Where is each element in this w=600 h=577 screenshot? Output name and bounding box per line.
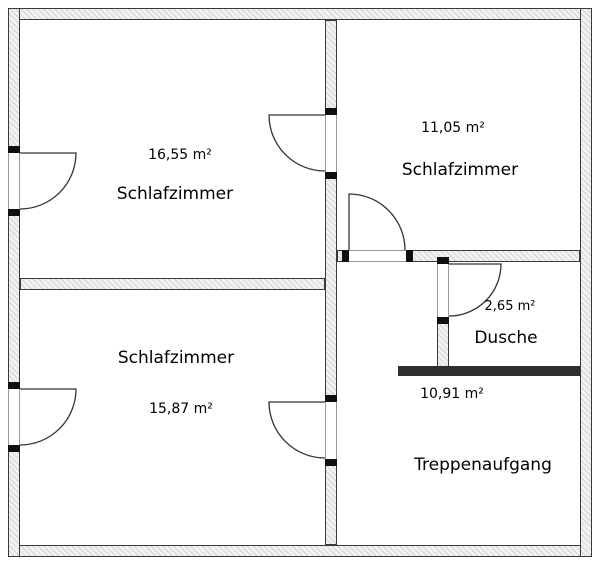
door-opening-bedrooms-top — [325, 115, 337, 172]
door-arc-shower — [448, 263, 502, 317]
wall-left-room-divider — [20, 278, 325, 290]
door-arc-bedroom-bottom — [268, 401, 326, 459]
door-post — [437, 317, 449, 324]
door-arc-left-bottom — [19, 388, 77, 446]
door-post — [325, 459, 337, 466]
room-area-label: 15,87 m² — [149, 401, 213, 417]
door-opening-left-top — [8, 153, 20, 209]
room-name-label: Schlafzimmer — [116, 184, 234, 204]
room-name-label: Dusche — [474, 328, 538, 348]
door-opening-shower — [437, 264, 449, 317]
door-post — [325, 172, 337, 179]
door-post — [342, 250, 349, 262]
door-post — [325, 395, 337, 402]
door-post — [8, 445, 20, 452]
room-area-label: 11,05 m² — [421, 120, 485, 136]
door-arc-left-top — [19, 152, 77, 210]
door-post — [325, 108, 337, 115]
door-post — [406, 250, 413, 262]
wall-shower-bottom — [398, 366, 580, 376]
door-opening-bedroom-bottom — [325, 402, 337, 459]
door-opening-bedroom-right — [349, 250, 406, 262]
door-post — [8, 146, 20, 153]
room-name-label: Schlafzimmer — [401, 160, 519, 180]
door-post — [437, 257, 449, 264]
wall-outer-right — [580, 8, 592, 557]
door-arc-bedrooms-top — [268, 114, 326, 172]
door-arc-bedroom-right — [348, 193, 406, 251]
room-area-label: 16,55 m² — [148, 147, 212, 163]
door-post — [8, 382, 20, 389]
room-area-label: 10,91 m² — [420, 386, 484, 402]
room-name-label: Schlafzimmer — [117, 348, 235, 368]
door-opening-left-bottom — [8, 389, 20, 445]
room-area-label: 2,65 m² — [484, 299, 536, 314]
door-post — [8, 209, 20, 216]
room-name-label: Treppenaufgang — [414, 455, 552, 475]
